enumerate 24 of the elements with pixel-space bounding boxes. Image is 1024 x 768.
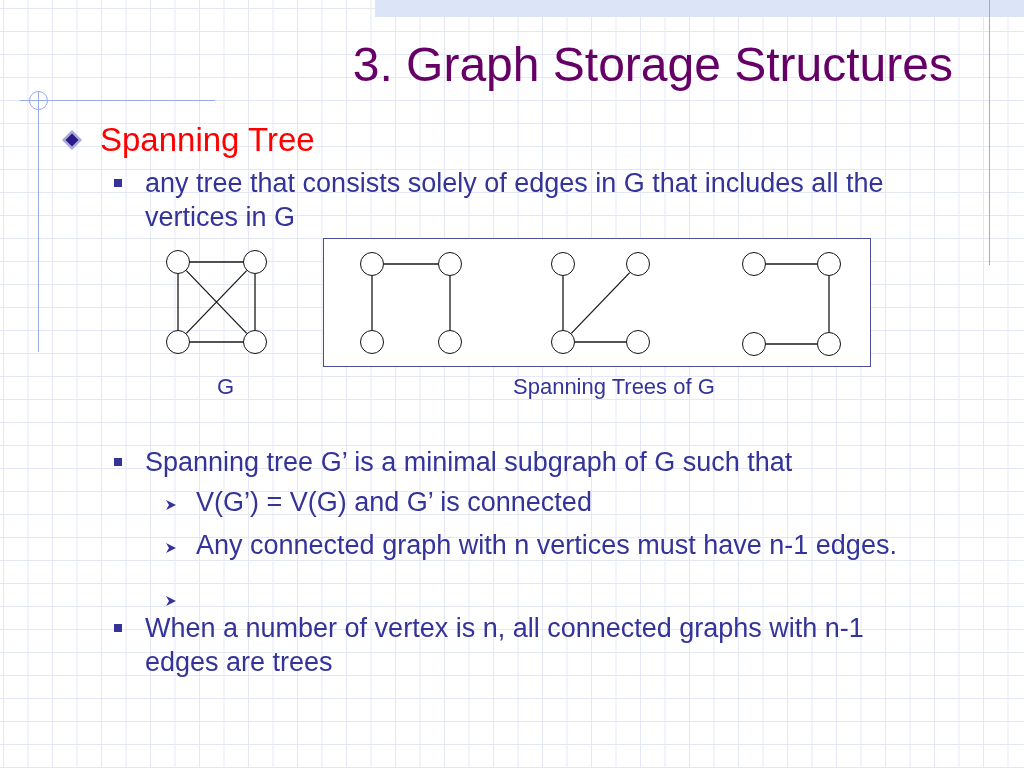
bullet-text: Spanning tree G’ is a minimal subgraph of G such that [145, 446, 793, 479]
graph-edge [765, 343, 818, 345]
bullet-text: Any connected graph with n vertices must have n-1 edges. [196, 529, 897, 562]
crossing-edges [185, 270, 248, 334]
figure-caption: G [217, 374, 235, 400]
figure-caption: Spanning Trees of G [513, 374, 715, 400]
graph-edge [765, 263, 818, 265]
graph-edge [177, 273, 179, 331]
tree-frame [323, 238, 871, 367]
graph-edge [254, 273, 256, 331]
graph-edge [189, 341, 244, 343]
bullet-text: When a number of vertex is n, all connected graphs with n-1 edges are trees [145, 612, 865, 679]
graph-edge [449, 275, 451, 331]
bullet-text: V(G’) = V(G) and G’ is connected [196, 486, 592, 519]
slide-title: 3. Graph Storage Structures [352, 37, 953, 93]
graph-edge [570, 272, 631, 334]
bullet-text: any tree that consists solely of edges in G that includes all the vertices in G [145, 167, 885, 234]
graph-edge [383, 263, 439, 265]
graph-edge [371, 275, 373, 331]
graph-edge [562, 275, 564, 331]
graph-edge [189, 261, 244, 263]
graph-edge [828, 275, 830, 333]
heading-text: Spanning Tree [100, 121, 315, 159]
graph-edge [574, 341, 627, 343]
